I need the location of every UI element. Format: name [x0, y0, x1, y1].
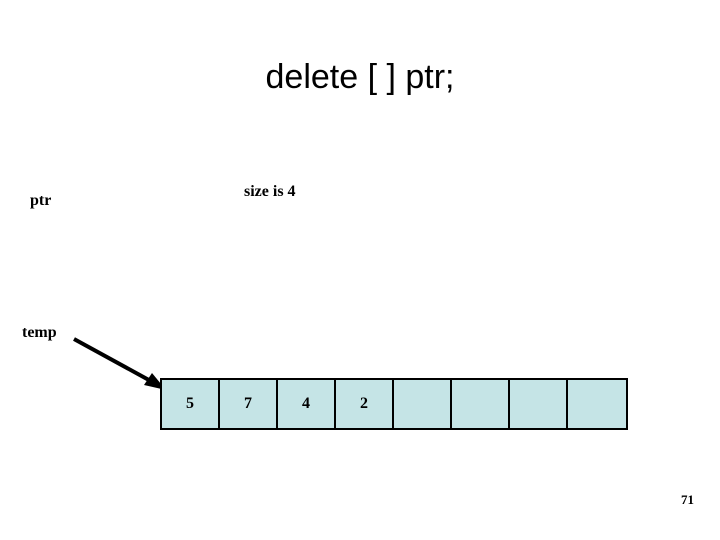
label-ptr: ptr	[30, 192, 52, 209]
array-cell	[568, 380, 626, 428]
page-title: delete [ ] ptr;	[265, 58, 455, 96]
array-cell	[452, 380, 510, 428]
array-diagram: 5 7 4 2	[160, 378, 628, 430]
array-cell	[394, 380, 452, 428]
label-temp: temp	[22, 324, 57, 341]
array-cell	[510, 380, 568, 428]
page-number: 71	[681, 492, 694, 507]
array-cell: 2	[336, 380, 394, 428]
array-cell: 4	[278, 380, 336, 428]
array-cell: 7	[220, 380, 278, 428]
array-cell: 5	[162, 380, 220, 428]
label-size-is-4: size is 4	[244, 183, 296, 200]
